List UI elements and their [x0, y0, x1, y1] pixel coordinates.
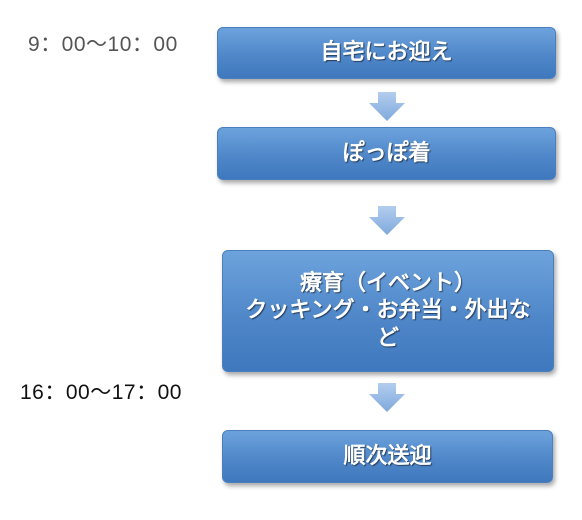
step-label: 療育（イベント） クッキング・お弁当・外出など	[245, 270, 531, 351]
step-label: ぽっぽ着	[342, 140, 431, 166]
step-sequential-dropoff: 順次送迎	[222, 430, 553, 483]
down-arrow-icon	[369, 92, 405, 121]
end-time-label: 16：00〜17：00	[20, 381, 182, 404]
down-arrow-icon	[369, 206, 405, 235]
step-label: 順次送迎	[343, 443, 432, 469]
step-therapy-activities: 療育（イベント） クッキング・お弁当・外出など	[222, 250, 554, 372]
start-time-label: 9：00〜10：00	[28, 33, 178, 56]
step-arrive-poppo: ぽっぽ着	[217, 127, 556, 180]
step-pickup-at-home: 自宅にお迎え	[217, 27, 556, 79]
step-label: 自宅にお迎え	[320, 40, 453, 66]
down-arrow-icon	[369, 383, 405, 412]
